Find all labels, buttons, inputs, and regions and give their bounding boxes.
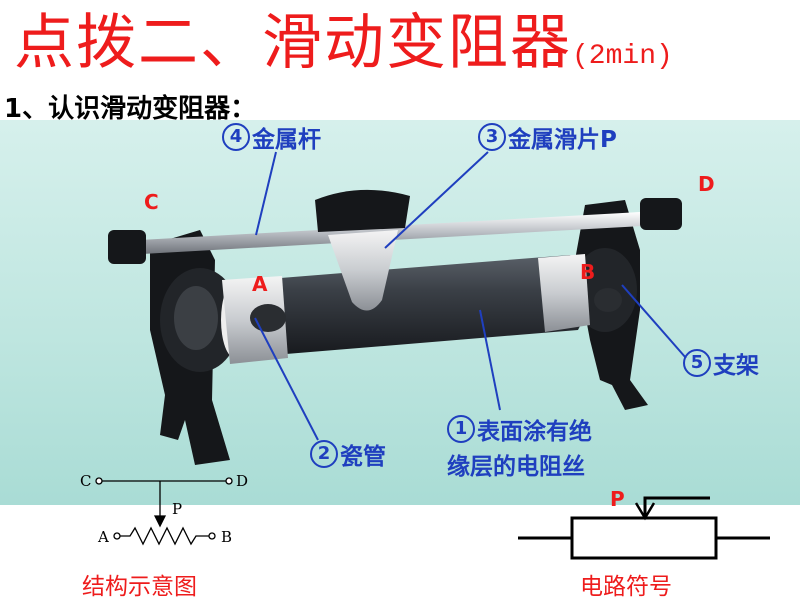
schematic-label-a: A: [98, 528, 109, 546]
symbol-label-p: P: [610, 487, 625, 511]
schematic-label-p: P: [172, 500, 183, 518]
label-text: 金属杆: [252, 127, 321, 153]
section-heading: 1、认识滑动变阻器：: [4, 94, 257, 124]
label-text: 支架: [713, 353, 759, 379]
label-number: 3: [478, 123, 506, 151]
label-number: 4: [222, 123, 250, 151]
label-text: 金属滑片P: [508, 127, 617, 153]
title-main: 点拨二、滑动变阻器: [14, 8, 572, 78]
terminal-b: B: [580, 260, 596, 284]
terminal-a: A: [252, 272, 268, 296]
schematic-label-d: D: [236, 472, 249, 490]
page-title: 点拨二、滑动变阻器(2min): [14, 8, 673, 92]
symbol-caption: 电路符号: [580, 574, 672, 600]
label-resistance-wire-line2: 缘层的电阻丝: [447, 454, 585, 480]
schematic-label-c: C: [80, 472, 92, 490]
label-number: 2: [310, 440, 338, 468]
right-knob: [640, 198, 682, 230]
label-number: 1: [447, 415, 475, 443]
label-text: 瓷管: [340, 444, 386, 470]
label-number: 5: [683, 349, 711, 377]
leader-lines: [254, 151, 687, 441]
label-text-line1: 表面涂有绝: [477, 419, 592, 445]
right-clamp: [538, 254, 622, 332]
slider-contact: [315, 189, 410, 311]
terminal-d: D: [698, 172, 715, 196]
terminal-c: C: [144, 190, 159, 214]
schematic-caption: 结构示意图: [82, 574, 197, 600]
left-bracket: [150, 230, 240, 465]
title-time: (2min): [572, 41, 673, 72]
schematic-label-b: B: [221, 528, 233, 546]
left-knob: [108, 230, 146, 264]
